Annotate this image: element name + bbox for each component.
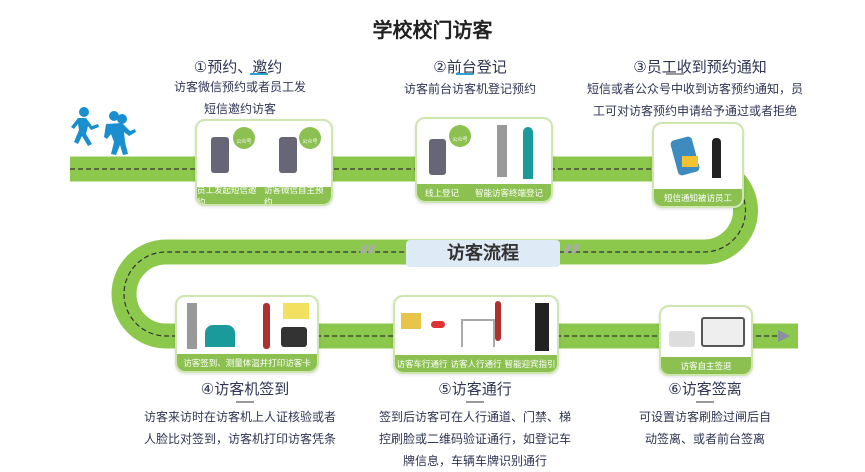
step-2-title: ②前台登记 — [433, 58, 507, 76]
printer-icon — [281, 327, 307, 347]
step-1-title: ①预约、邀约 — [193, 58, 283, 76]
desk-icon — [669, 331, 695, 347]
car-icon — [431, 321, 445, 328]
kiosk-icon — [187, 303, 197, 349]
visitor-figure-icon — [263, 303, 270, 349]
step-4-description: 访客来访时在访客机上人证核验或者人脸比对签到，访客机打印访客凭条 — [143, 410, 336, 446]
wechat-badge-icon: 公众号 — [299, 127, 321, 149]
reception-desk-icon — [205, 325, 235, 347]
close-quote-mark: ” — [562, 238, 582, 278]
step-1-card: 公众号 公众号 员工发起短信邀约访客微信自主预约 — [195, 119, 333, 206]
step-1-description: 访客微信预约或者员工发短信邀约访客 — [173, 80, 306, 116]
step-6-card: 访客自主签退 — [659, 305, 753, 376]
guide-screen-icon — [535, 303, 549, 351]
step-3-title: ③员工收到预约通知 — [633, 58, 767, 76]
visitor-card-icon — [283, 303, 309, 319]
self-checkout-terminal-icon — [701, 317, 745, 347]
step-6-underline — [696, 401, 714, 403]
page-title: 学校校门访客 — [372, 18, 493, 42]
turnstile-icon — [461, 319, 495, 347]
employee-figure-icon — [712, 138, 721, 178]
step-1-underline — [250, 73, 268, 75]
walking-people-icon — [71, 107, 136, 155]
visitor-figure-icon — [523, 127, 533, 179]
step-5-title: ⑤访客通行 — [438, 380, 512, 398]
step-3-card: 短信通知被访员工 — [652, 122, 744, 208]
step-5-underline — [466, 401, 484, 403]
wechat-badge-icon: 公众号 — [449, 125, 471, 147]
step-4-card: 访客签到、测量体温并打印访客卡 — [175, 295, 319, 373]
phone-icon — [429, 139, 446, 175]
envelope-icon — [682, 156, 698, 167]
step-4-title: ④访客机签到 — [200, 380, 290, 398]
road-end-arrow — [778, 330, 790, 342]
wechat-badge-icon: 公众号 — [233, 127, 255, 149]
flow-banner: 访客流程 — [406, 240, 560, 267]
step-5-description: 签到后访客可在人行通道、门禁、梯控刷脸或二维码验证通行，如登记车牌信息，车辆车牌… — [378, 410, 571, 468]
guard-booth-icon — [401, 313, 421, 329]
step-2-card: 公众号 线上登记智能访客终端登记 — [415, 117, 553, 203]
visitor-figure-icon — [495, 301, 501, 341]
step-3-underline — [666, 73, 684, 75]
step-5-card: 访客车行通行访客人行通行智能迎宾指引 — [393, 295, 559, 374]
step-6-description: 可设置访客刷脸过闸后自动签离、或者前台签离 — [638, 410, 771, 446]
step-2-description: 访客前台访客机登记预约 — [403, 82, 536, 96]
step-6-title: ⑥访客签离 — [668, 380, 742, 398]
step-2-underline — [456, 73, 474, 75]
phone-icon — [211, 137, 229, 173]
step-3-description: 短信或者公众号中收到访客预约通知，员工可对访客预约申请给予通过或者拒绝 — [586, 82, 803, 118]
phone-icon — [279, 137, 297, 173]
kiosk-icon — [497, 125, 507, 177]
open-quote-mark: “ — [358, 238, 378, 278]
step-4-underline — [236, 401, 254, 403]
